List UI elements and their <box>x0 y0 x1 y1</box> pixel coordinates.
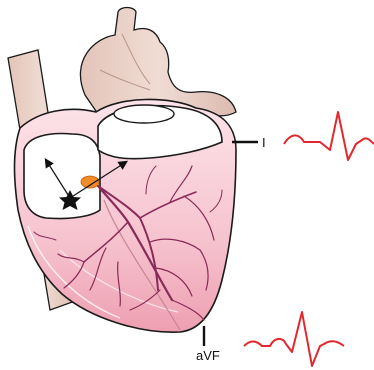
lead-i-label: I <box>262 135 266 150</box>
pulmonary-valve <box>114 105 174 123</box>
av-node <box>81 176 99 188</box>
lead-i-marker: I <box>232 135 266 150</box>
lead-avf-label: aVF <box>196 348 220 363</box>
lead-avf-ecg-trace <box>244 312 344 366</box>
lead-i-ecg-trace <box>284 112 374 160</box>
lead-avf-marker: aVF <box>196 326 220 363</box>
